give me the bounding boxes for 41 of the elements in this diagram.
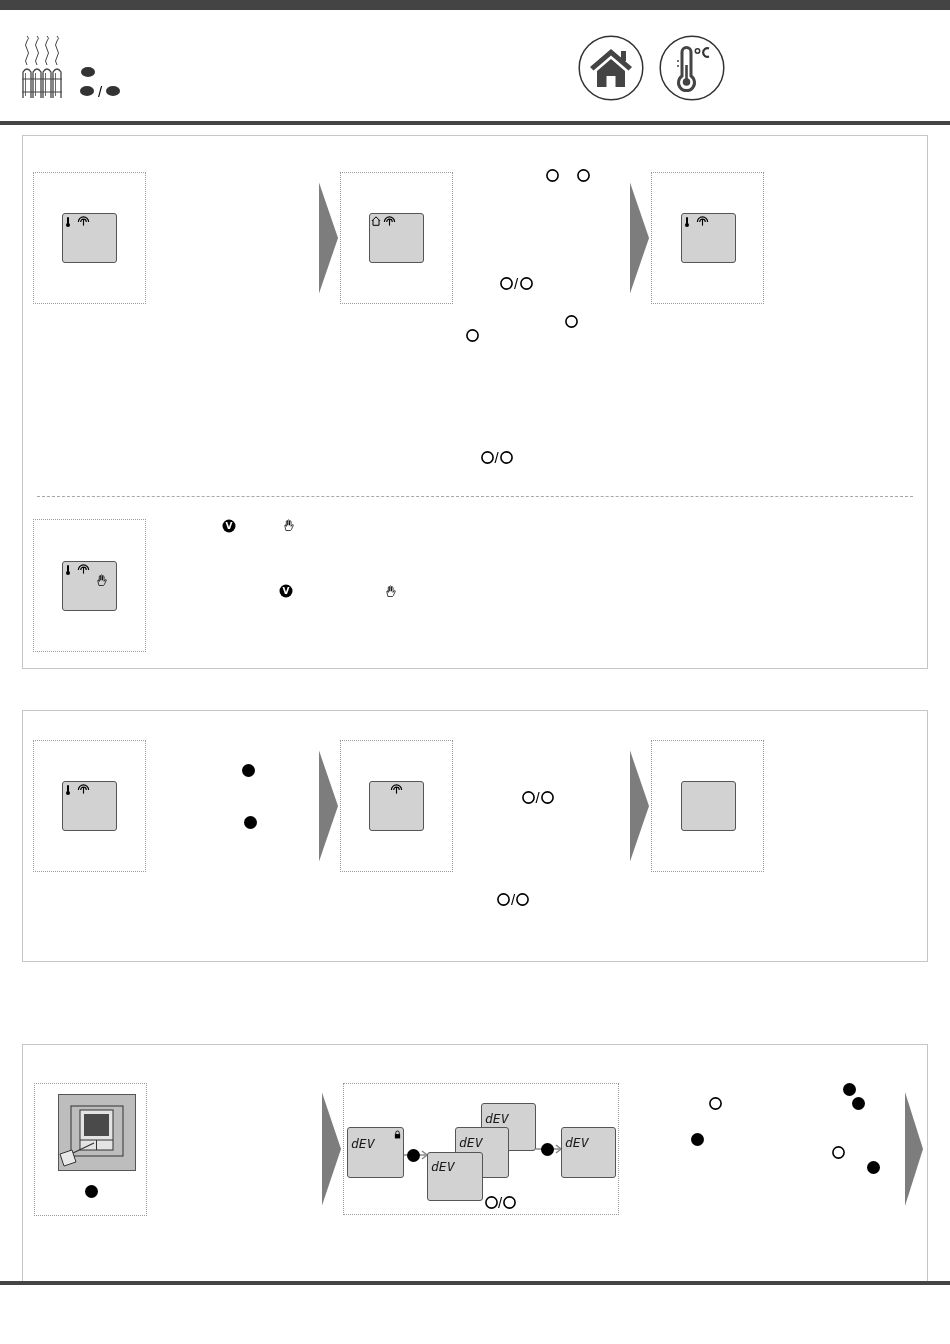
arrow xyxy=(403,1150,428,1160)
step-frame xyxy=(33,519,146,652)
lcd-screen xyxy=(561,1127,616,1178)
key-symbol: V xyxy=(222,519,236,533)
slash-text: / xyxy=(535,789,540,805)
step-frame xyxy=(33,740,146,872)
lcd-screen xyxy=(62,213,117,263)
chevron-arrow xyxy=(319,182,338,294)
step-frame xyxy=(33,172,146,304)
lcd-text: dEV xyxy=(565,1136,589,1149)
key-symbol: V xyxy=(279,584,293,598)
slash-text: / xyxy=(97,83,103,99)
chevron-arrow xyxy=(630,750,649,862)
lcd-screen xyxy=(62,781,117,831)
section-panel xyxy=(22,710,928,962)
lcd-screen xyxy=(427,1152,483,1201)
section-panel xyxy=(22,135,928,669)
step-frame xyxy=(34,1083,147,1216)
lcd-text: dEV xyxy=(459,1136,483,1149)
slash-text: / xyxy=(513,275,519,291)
slash-text: / xyxy=(494,449,499,465)
lcd-screen xyxy=(681,213,736,263)
step-frame xyxy=(651,172,764,304)
chevron-arrow xyxy=(319,750,338,862)
chevron-arrow xyxy=(322,1092,341,1206)
step-frame xyxy=(651,740,764,872)
lcd-screen xyxy=(62,561,117,611)
lcd-screen xyxy=(347,1127,404,1178)
slash-text: / xyxy=(497,1194,503,1210)
chevron-arrow xyxy=(630,182,649,294)
step-frame xyxy=(343,1083,619,1215)
lcd-text: dEV xyxy=(351,1137,375,1150)
slash-text: / xyxy=(510,891,516,907)
step-frame xyxy=(340,740,453,872)
lcd-text: dEV xyxy=(485,1112,509,1125)
lcd-screen xyxy=(369,781,424,831)
arrow xyxy=(535,1144,562,1154)
lcd-screen xyxy=(369,213,424,263)
lcd-screen xyxy=(681,781,736,831)
lcd-text: dEV xyxy=(431,1160,455,1173)
step-frame xyxy=(340,172,453,304)
